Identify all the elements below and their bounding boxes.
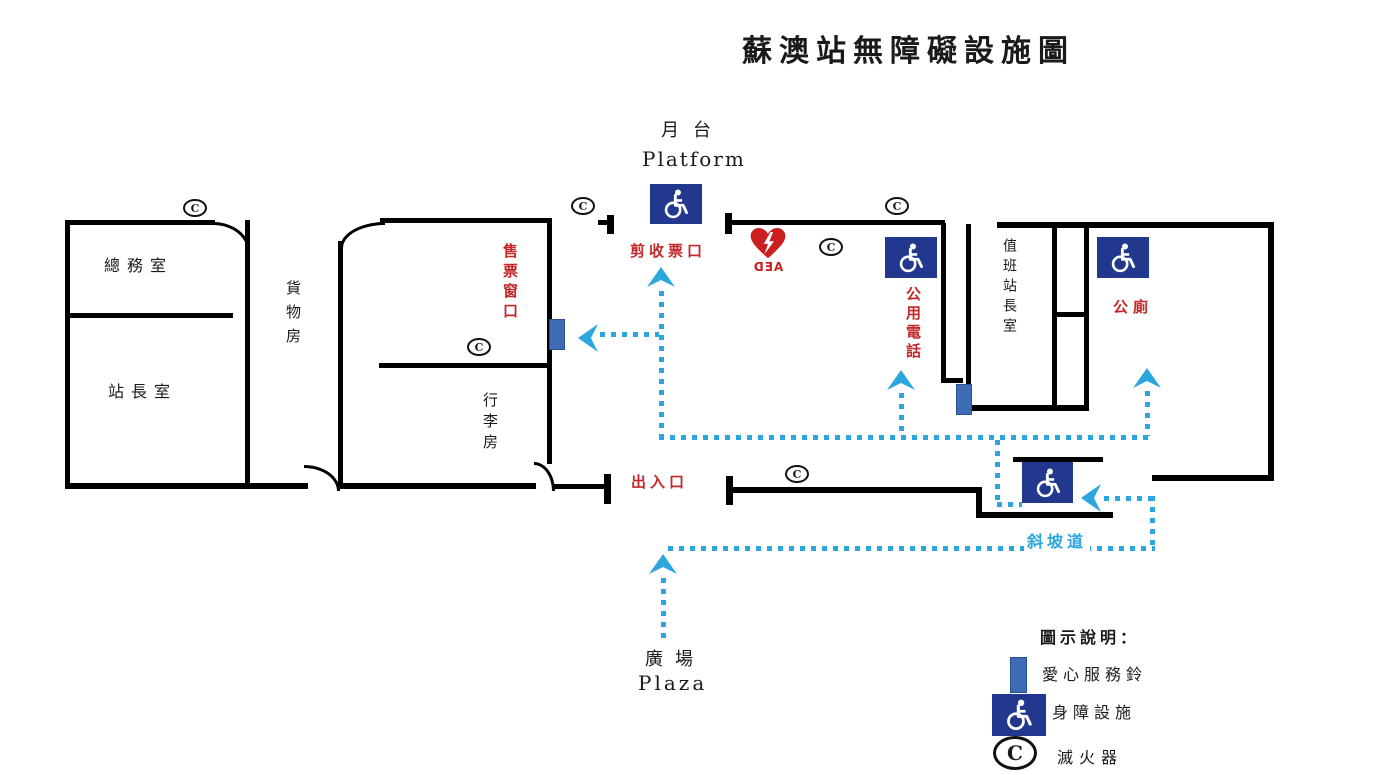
label-ramp: 斜坡道 bbox=[1024, 528, 1091, 552]
arrow-left-icon bbox=[1081, 484, 1101, 512]
label-ticket-gate: 剪收票口 bbox=[630, 242, 707, 260]
aed-label: AED bbox=[752, 260, 784, 274]
page-title: 蘇澳站無障礙設施圖 bbox=[742, 34, 1075, 69]
wall bbox=[1057, 312, 1084, 317]
wall bbox=[731, 487, 981, 493]
label-entrance-exit: 出入口 bbox=[631, 473, 689, 491]
wall bbox=[1013, 457, 1103, 462]
wall bbox=[997, 222, 1274, 228]
wall-endcap bbox=[725, 213, 732, 234]
room-station-master: 站長室 bbox=[108, 382, 178, 401]
arrow-up-icon bbox=[647, 267, 675, 287]
room-luggage: 行李房 bbox=[481, 392, 499, 455]
wall bbox=[338, 483, 536, 489]
wall bbox=[552, 484, 608, 489]
wall-endcap bbox=[607, 215, 614, 234]
route-to-toilet bbox=[1145, 391, 1150, 436]
legend-accessible-label: 身障設施 bbox=[1052, 703, 1137, 722]
wall bbox=[941, 223, 946, 383]
legend-service-bell-icon bbox=[1010, 657, 1027, 693]
route-from-plaza bbox=[661, 578, 666, 642]
legend-wheelchair-icon bbox=[992, 694, 1046, 736]
platform-label-en: Platform bbox=[642, 147, 746, 171]
room-duty-station-master: 值班站長室 bbox=[1001, 238, 1017, 338]
fire-extinguisher-mark: C bbox=[467, 338, 491, 356]
wall bbox=[976, 487, 982, 517]
legend-extinguisher-label: 滅火器 bbox=[1057, 748, 1124, 767]
wall bbox=[65, 483, 308, 489]
legend-service-bell-label: 愛心服務鈴 bbox=[1042, 665, 1148, 684]
fire-extinguisher-mark: C bbox=[183, 199, 207, 217]
wall bbox=[1084, 226, 1089, 408]
arrow-left-icon bbox=[578, 324, 598, 352]
room-ticket-window: 售票窗口 bbox=[501, 243, 519, 323]
label-public-phone: 公用電話 bbox=[904, 286, 922, 362]
wall bbox=[65, 313, 233, 318]
aed-icon: AED bbox=[746, 226, 790, 274]
service-bell-duty-office bbox=[956, 384, 972, 415]
platform-label-zh: 月台 bbox=[661, 120, 725, 141]
route-ramp-drop bbox=[995, 440, 1000, 505]
legend-heading: 圖示說明： bbox=[1040, 628, 1141, 647]
route-plaza-horizontal bbox=[668, 546, 1155, 551]
wall bbox=[598, 220, 608, 225]
room-general-affairs: 總務室 bbox=[104, 256, 174, 275]
route-into-ramp bbox=[1104, 496, 1154, 501]
wall-endcap bbox=[726, 476, 733, 505]
door-arc bbox=[304, 465, 340, 491]
arrow-up-icon bbox=[1133, 368, 1161, 388]
wall bbox=[941, 378, 963, 383]
wall bbox=[1052, 226, 1057, 408]
arrow-up-icon bbox=[649, 554, 677, 574]
plaza-label-en: Plaza bbox=[638, 671, 708, 695]
fire-extinguisher-mark: C bbox=[885, 197, 909, 215]
wall bbox=[65, 220, 215, 225]
wall bbox=[379, 363, 552, 368]
plaza-label-zh: 廣場 bbox=[645, 649, 705, 670]
wall bbox=[338, 241, 343, 488]
door-arc bbox=[340, 222, 385, 248]
wall bbox=[65, 220, 70, 488]
route-to-phone bbox=[899, 393, 904, 436]
wall bbox=[976, 512, 1113, 518]
arrow-up-icon bbox=[887, 370, 915, 390]
service-bell-ticket-window bbox=[549, 319, 565, 350]
route-right-riser bbox=[1150, 496, 1155, 548]
wall-endcap bbox=[604, 474, 611, 504]
wall bbox=[1268, 226, 1274, 480]
route-to-ticket-gate bbox=[659, 291, 664, 438]
wheelchair-icon-ramp bbox=[1022, 462, 1073, 503]
wheelchair-icon-gate bbox=[650, 184, 702, 224]
wheelchair-icon-toilet bbox=[1097, 237, 1149, 278]
route-to-service-bell bbox=[600, 332, 659, 337]
fire-extinguisher-mark: C bbox=[571, 197, 595, 215]
route-ramp-drop-turn bbox=[997, 502, 1022, 507]
route-concourse bbox=[659, 435, 1150, 440]
wall bbox=[380, 218, 552, 223]
wall bbox=[729, 220, 945, 225]
wall bbox=[1152, 475, 1274, 481]
fire-extinguisher-mark: C bbox=[819, 238, 843, 256]
wall bbox=[966, 405, 1089, 411]
wheelchair-icon-phone bbox=[885, 237, 937, 278]
legend-fire-extinguisher-icon: C bbox=[993, 736, 1037, 770]
room-cargo: 貨物房 bbox=[284, 280, 302, 352]
fire-extinguisher-mark: C bbox=[785, 465, 809, 483]
wall bbox=[966, 224, 971, 412]
room-public-toilet: 公廁 bbox=[1113, 298, 1154, 316]
wall bbox=[245, 220, 250, 488]
